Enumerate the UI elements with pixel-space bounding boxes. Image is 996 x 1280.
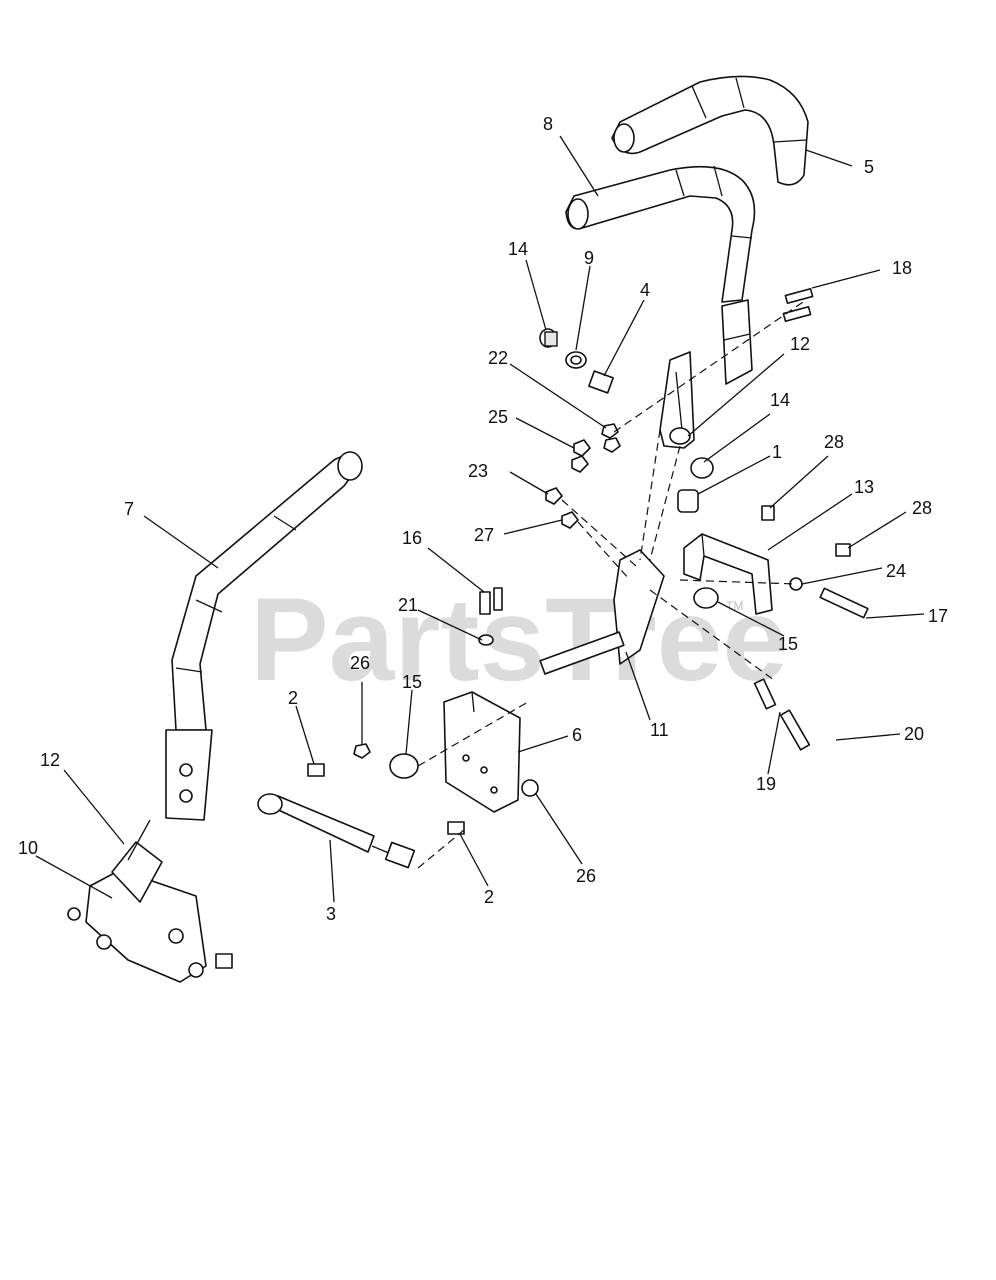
callout-1: 1 [772, 442, 782, 462]
damper-part-3 [257, 793, 416, 869]
fitting-part-28-a [761, 505, 775, 521]
bushing-part-15-right [693, 587, 719, 609]
bushing-part-14 [539, 328, 558, 348]
bushing-part-14-lower [690, 457, 714, 479]
pivot-arm-part-11 [539, 549, 665, 675]
callout-2: 2 [484, 887, 494, 907]
callout-27: 27 [474, 525, 494, 545]
callout-20: 20 [904, 724, 924, 744]
nut-part-26-a [353, 743, 371, 759]
handle-part-8 [565, 165, 756, 385]
callout-19: 19 [756, 774, 776, 794]
callout-labels: 8 5 14 9 4 18 12 22 25 14 1 28 23 13 28 … [18, 114, 948, 924]
callout-9: 9 [584, 248, 594, 268]
handle-part-7 [165, 451, 363, 821]
callout-23: 23 [468, 461, 488, 481]
washer-part-21 [478, 634, 494, 646]
callout-4: 4 [640, 280, 650, 300]
fitting-part-2-a [307, 763, 325, 777]
callout-28: 28 [824, 432, 844, 452]
callout-21: 21 [398, 595, 418, 615]
bushing-part-15-left [389, 753, 419, 779]
fitting-part-2-b [447, 821, 465, 835]
callout-26: 26 [576, 866, 596, 886]
callout-10: 10 [18, 838, 38, 858]
callout-15: 15 [402, 672, 422, 692]
nut-part-25 [571, 439, 591, 473]
bolt-part-17 [819, 587, 869, 619]
bolts-part-18 [782, 287, 814, 323]
callout-11: 11 [650, 720, 669, 740]
control-arm-part-12 [659, 351, 695, 449]
bolt-part-16 [479, 587, 503, 615]
callout-25: 25 [488, 407, 508, 427]
spacer-part-1 [677, 489, 699, 513]
callout-12: 12 [790, 334, 810, 354]
mechanism-part-10-12 [67, 819, 233, 983]
callout-13: 13 [854, 477, 874, 497]
nut-part-27 [561, 511, 579, 529]
callout-16: 16 [402, 528, 422, 548]
callout-18: 18 [892, 258, 912, 278]
callout-7: 7 [124, 499, 134, 519]
callout-6: 6 [572, 725, 582, 745]
callout-5: 5 [864, 157, 874, 177]
handle-part-5 [611, 75, 809, 186]
plate-part-6 [443, 691, 521, 813]
fitting-part-28-b [835, 543, 851, 557]
callout-8: 8 [543, 114, 553, 134]
callout-22: 22 [488, 348, 508, 368]
assembly-lines [417, 299, 807, 869]
callout-24: 24 [886, 561, 906, 581]
callout-15: 15 [778, 634, 798, 654]
callout-14: 14 [508, 239, 528, 259]
watermark-trademark: TM [726, 599, 743, 613]
washer-part-9 [565, 351, 587, 369]
callout-14: 14 [770, 390, 790, 410]
leader-lines [35, 135, 925, 903]
callout-17: 17 [928, 606, 948, 626]
callout-26: 26 [350, 653, 370, 673]
nut-part-26-b [521, 779, 539, 797]
pin-part-20 [779, 709, 811, 751]
pin-part-19 [753, 678, 777, 710]
callout-12: 12 [40, 750, 60, 770]
callout-3: 3 [326, 904, 336, 924]
callout-2: 2 [288, 688, 298, 708]
callout-28: 28 [912, 498, 932, 518]
spacer-part-4 [588, 370, 614, 394]
nut-part-23 [545, 487, 563, 505]
nut-part-22 [601, 423, 621, 453]
bracket-part-13 [683, 533, 773, 615]
